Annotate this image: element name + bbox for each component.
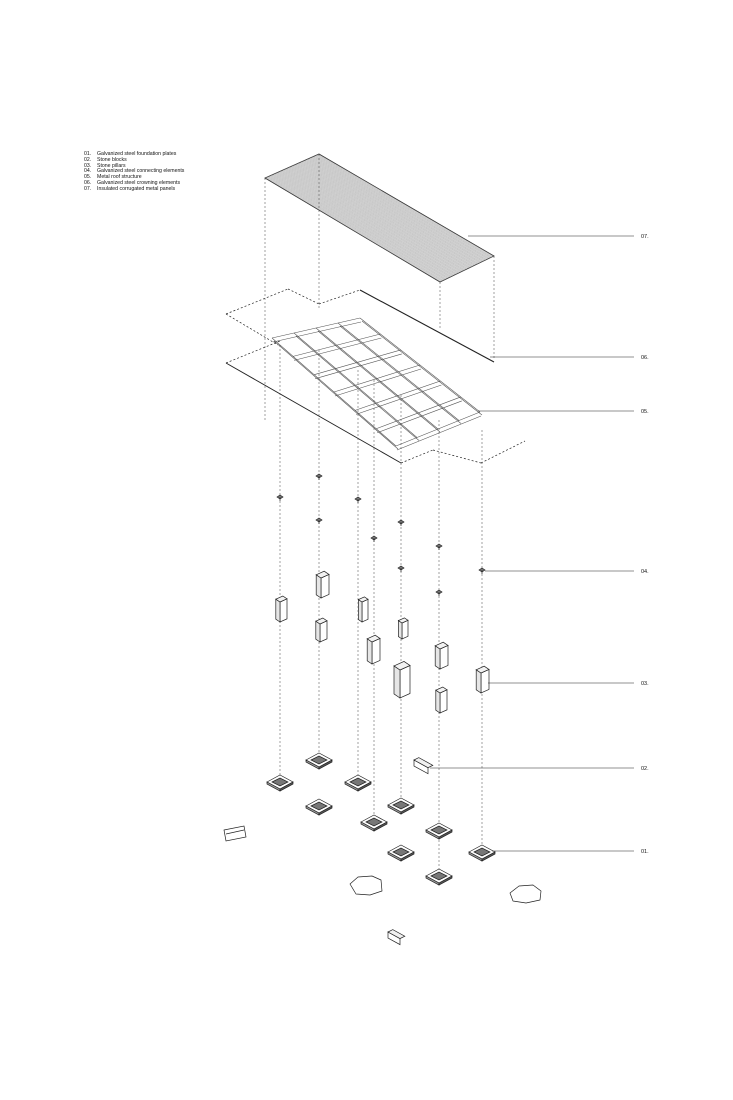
foundation-plate xyxy=(305,798,333,816)
corrugated-roof-panel xyxy=(264,153,495,283)
stone-pillar xyxy=(475,665,490,694)
stone-block xyxy=(387,929,406,946)
legend-item-01: 01. Galvanized steel foundation plates xyxy=(84,151,224,158)
connecting-element xyxy=(397,519,405,526)
foundation-plate xyxy=(266,774,294,792)
legend-number: 06. xyxy=(84,179,92,186)
foundation-plate xyxy=(468,844,496,862)
legend-number: 01. xyxy=(84,151,92,157)
foundation-plate xyxy=(425,822,453,840)
legend-number: 07. xyxy=(84,185,92,192)
crowning-elements-plane xyxy=(225,288,495,363)
callout-number: 06. xyxy=(641,355,649,361)
callout-number: 01. xyxy=(641,849,649,855)
foundation-plate xyxy=(387,797,415,815)
connecting-element xyxy=(370,535,378,542)
stone-boulder xyxy=(509,884,542,904)
legend-item-02: 02. Stone blocks xyxy=(84,156,224,164)
roof-structure-plane xyxy=(225,340,526,464)
legend-item-03: 03. Stone pillars xyxy=(84,162,224,170)
stone-pillar xyxy=(315,617,328,643)
legend-number: 04. xyxy=(84,168,92,175)
foundation-plate xyxy=(425,868,453,886)
legend-label: Galvanized steel crowning elements xyxy=(97,179,181,186)
legend-label: Stone blocks xyxy=(97,156,127,163)
stone-block xyxy=(223,825,247,842)
connecting-element xyxy=(276,494,284,501)
legend-label: Insulated corrugated metal panels xyxy=(97,185,176,192)
stone-pillar xyxy=(393,661,411,699)
metal-roof-grid xyxy=(271,317,483,451)
stone-pillar xyxy=(315,570,330,599)
legend-number: 05. xyxy=(84,174,92,181)
stone-pillar xyxy=(397,617,409,640)
connecting-element xyxy=(435,589,443,596)
legend-label: Galvanized steel connecting elements xyxy=(97,168,185,175)
connecting-element xyxy=(315,473,323,480)
legend-item-05: 05. Metal roof structure xyxy=(84,174,224,181)
legend-label: Galvanized steel foundation plates xyxy=(97,151,177,157)
legend: 01. Galvanized steel foundation plates 0… xyxy=(84,151,224,193)
connecting-element xyxy=(435,543,443,550)
legend-number: 03. xyxy=(84,162,92,169)
foundation-plate xyxy=(305,752,333,770)
legend-item-06: 06. Galvanized steel crowning elements xyxy=(84,179,224,187)
connecting-element xyxy=(315,517,323,524)
foundation-plate xyxy=(387,844,415,862)
stone-boulder xyxy=(349,875,383,896)
connecting-element xyxy=(478,567,486,574)
foundation-plate xyxy=(360,814,388,832)
callout-number: 07. xyxy=(641,234,649,240)
legend-label: Stone pillars xyxy=(97,162,126,169)
legend-number: 02. xyxy=(84,156,92,163)
callout-number: 05. xyxy=(641,409,649,415)
stone-pillar xyxy=(357,596,369,623)
stone-pillar xyxy=(434,641,449,670)
callout-number: 04. xyxy=(641,569,649,575)
connecting-element xyxy=(354,496,362,503)
stone-pillar xyxy=(275,595,288,623)
foundation-plate xyxy=(344,774,372,792)
legend-label: Metal roof structure xyxy=(97,174,142,181)
callout-number: 02. xyxy=(641,766,649,772)
legend-item-04: 04. Galvanized steel connecting elements xyxy=(84,169,224,175)
stone-block xyxy=(413,757,434,775)
callout-number: 03. xyxy=(641,681,649,687)
legend-item-07: 07. Insulated corrugated metal panels xyxy=(84,185,224,193)
stone-pillar xyxy=(435,686,448,714)
stone-pillar xyxy=(366,634,381,665)
connecting-element xyxy=(397,565,405,572)
